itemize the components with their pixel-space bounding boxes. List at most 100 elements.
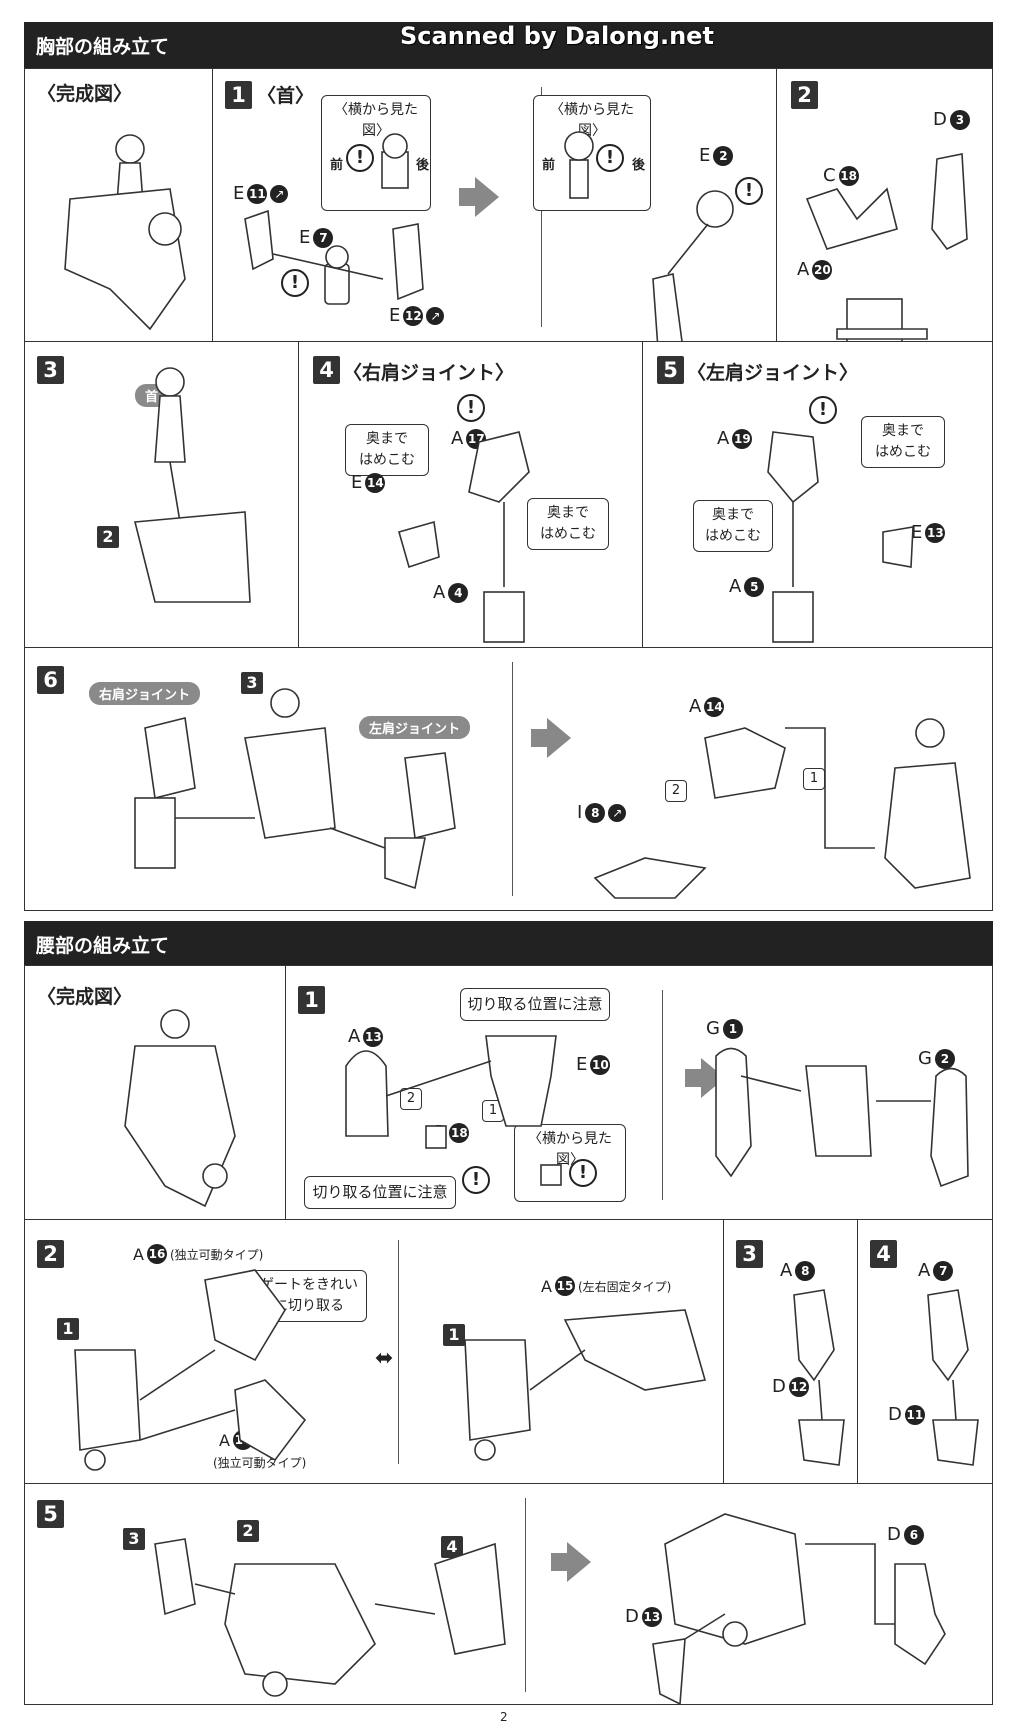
step-reference-3: 3 xyxy=(123,1528,145,1550)
label-text: A xyxy=(433,582,446,603)
label-text: ゲートをきれい xyxy=(260,1277,358,1293)
step-number: 3 xyxy=(736,1240,763,1268)
page-number: 2 xyxy=(500,1710,508,1724)
waist-assembly-illustration xyxy=(154,1538,506,1697)
part-number: 8 xyxy=(585,802,606,823)
front-label: 前 xyxy=(542,158,556,173)
part-number: 11 xyxy=(247,183,268,204)
insert-fully-note: 奥まではめこむ xyxy=(693,500,773,552)
neck-ball-illustration xyxy=(652,190,734,350)
insert-fully-note: 奥まではめこむ xyxy=(861,416,945,468)
caution-icon: ! xyxy=(462,1166,490,1194)
callout-title: 〈横から見た図〉 xyxy=(334,102,418,139)
label-text: 奥まで xyxy=(366,431,408,447)
waist-complete-illustration xyxy=(124,1009,236,1208)
caution-icon: ! xyxy=(735,177,763,205)
step-reference-2: 2 xyxy=(97,526,119,548)
neck-to-torso-illustration xyxy=(133,367,251,603)
back-label: 後 xyxy=(632,158,646,173)
swap-arrow-icon: ⬌ xyxy=(375,1346,394,1371)
label-text: 奥まで xyxy=(882,423,924,439)
step-title: 〈首〉 xyxy=(257,85,315,107)
waist-complete-panel: 〈完成図〉 xyxy=(24,965,287,1221)
part-number: 2 xyxy=(713,145,734,166)
part-number: 14 xyxy=(704,696,725,717)
next-arrow-icon xyxy=(459,177,499,217)
side-view-callout: 〈横から見た図〉 前 ! 後 xyxy=(321,95,431,211)
part-number: 18 xyxy=(449,1122,470,1143)
part-number: 16 xyxy=(146,1244,167,1264)
section-header-waist: 腰部の組み立て xyxy=(24,921,993,967)
label-text: A xyxy=(133,1244,144,1264)
step-reference-4: 4 xyxy=(441,1536,463,1558)
label-text: D xyxy=(933,109,947,130)
part-number: 12 xyxy=(788,1376,809,1397)
label-text: A xyxy=(797,259,810,280)
label-text: に切り取る xyxy=(274,1298,344,1314)
step-reference-1: 1 xyxy=(57,1318,79,1340)
label-text: A xyxy=(689,696,702,717)
side-view-callout: 〈横から見た図〉! xyxy=(514,1124,626,1202)
label-text: E xyxy=(351,472,363,493)
independent-skirt-illustration xyxy=(74,1269,307,1471)
connector-side-illustration xyxy=(540,1164,562,1186)
fixed-skirt-illustration xyxy=(464,1309,707,1461)
cut-position-note: 切り取る位置に注意 xyxy=(304,1176,456,1209)
caution-icon: ! xyxy=(346,144,374,172)
insert-fully-note: 奥まではめこむ xyxy=(345,424,429,476)
label-text: はめこむ xyxy=(359,452,415,468)
label-text: はめこむ xyxy=(705,528,761,544)
part-number: 14 xyxy=(365,472,386,493)
label-text: (独立可動タイプ) xyxy=(169,1247,264,1262)
label-text: G xyxy=(918,1048,932,1069)
rear-armor-illustration xyxy=(927,1289,979,1466)
label-text: A xyxy=(541,1276,552,1296)
chest-armor-assembly-illustration xyxy=(593,718,971,899)
hip-joint-illustration xyxy=(715,1047,969,1188)
complete-title: 〈完成図〉 xyxy=(37,83,133,105)
complete-title: 〈完成図〉 xyxy=(37,986,133,1008)
chest-complete-panel: 〈完成図〉 xyxy=(24,68,214,343)
part-number: 19 xyxy=(732,428,753,449)
type-note: (独立可動タイプ) xyxy=(213,1456,307,1470)
step-number: 2 xyxy=(791,81,818,109)
label-text: D xyxy=(625,1606,639,1627)
part-number: 7 xyxy=(313,227,334,248)
step-reference-2: 2 xyxy=(237,1520,259,1542)
label-text: A xyxy=(717,428,730,449)
caution-icon: ! xyxy=(281,269,309,297)
label-text: E xyxy=(233,183,245,204)
clean-gate-note: ゲートをきれいに切り取る xyxy=(251,1270,367,1322)
label-text: D xyxy=(772,1376,786,1397)
label-text: はめこむ xyxy=(875,444,931,460)
left-shoulder-joint-illustration xyxy=(767,431,914,643)
section-header-chest: 胸部の組み立て xyxy=(24,22,993,68)
part-number: 18 xyxy=(838,165,859,186)
caution-icon: ! xyxy=(569,1159,597,1187)
label-text: E xyxy=(299,227,311,248)
label-text: A xyxy=(918,1260,931,1281)
front-label: 前 xyxy=(330,158,344,173)
label-text: D xyxy=(887,1524,901,1545)
step-reference-1: 1 xyxy=(443,1324,465,1346)
step-title: 〈右肩ジョイント〉 xyxy=(343,362,515,384)
back-label: 後 xyxy=(416,158,430,173)
part-number: 13 xyxy=(925,522,946,543)
caution-icon: ! xyxy=(809,396,837,424)
part-number: 5 xyxy=(744,576,765,597)
step-number: 3 xyxy=(37,356,64,384)
shoulder-to-torso-illustration xyxy=(134,688,456,890)
